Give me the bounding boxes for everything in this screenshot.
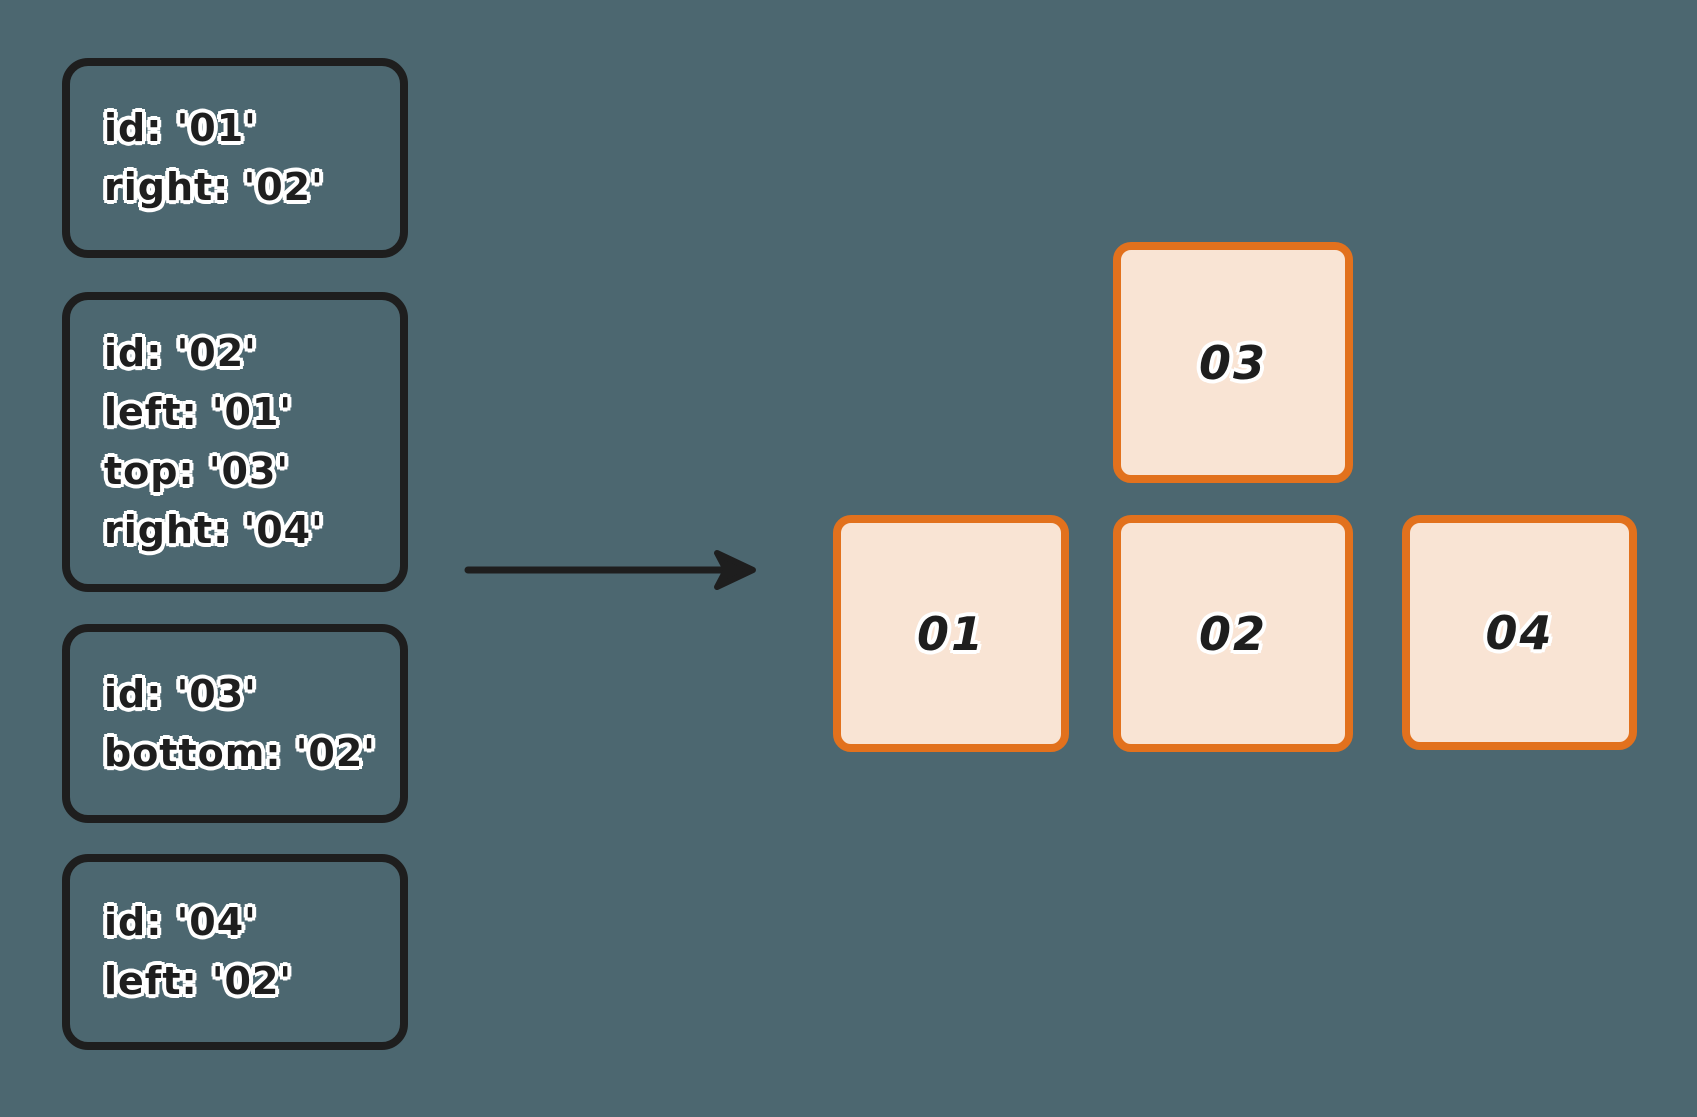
spec-line: right: '04'	[104, 508, 324, 552]
tile-label: 04	[1485, 605, 1554, 660]
spec-line: bottom: '02'	[104, 730, 376, 775]
tile-04: 04	[1402, 515, 1637, 750]
tile-label: 01	[916, 606, 985, 661]
spec-line: id: '04'	[104, 900, 257, 944]
spec-card-02: id: '02' left: '01' top: '03' right: '04…	[62, 292, 408, 592]
tile-02: 02	[1113, 515, 1353, 752]
spec-line: left: '01'	[104, 390, 293, 434]
tile-03: 03	[1113, 242, 1353, 483]
tile-label: 02	[1198, 606, 1267, 661]
spec-line: id: '01'	[104, 106, 257, 150]
spec-line: top: '03'	[104, 449, 290, 493]
spec-card-04: id: '04' left: '02'	[62, 854, 408, 1050]
right-arrow-icon	[464, 550, 756, 590]
spec-line: id: '02'	[104, 331, 257, 375]
spec-line: right: '02'	[104, 165, 324, 209]
tile-label: 03	[1198, 335, 1267, 390]
spec-card-01: id: '01' right: '02'	[62, 58, 408, 258]
spec-card-03: id: '03' bottom: '02'	[62, 624, 408, 823]
spec-line: id: '03'	[104, 671, 257, 716]
spec-line: left: '02'	[104, 959, 293, 1003]
tile-01: 01	[833, 515, 1069, 752]
